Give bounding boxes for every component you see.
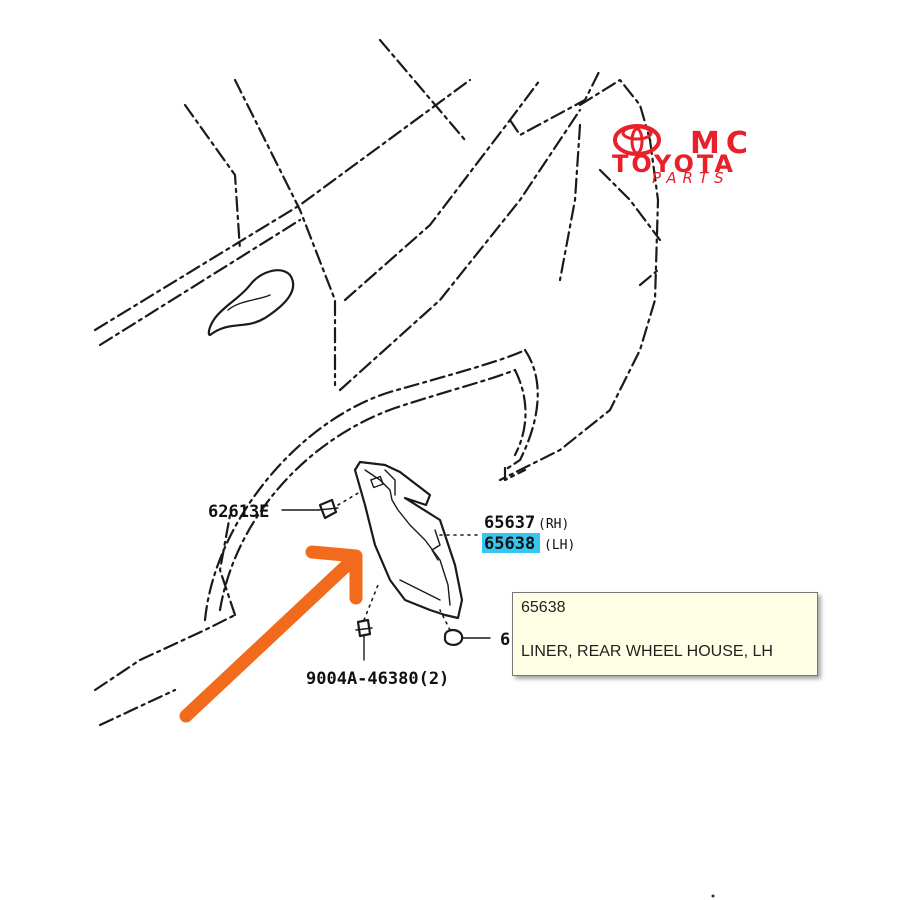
label-62613e[interactable]: 62613E bbox=[208, 502, 269, 522]
label-rh: (RH) bbox=[538, 517, 569, 532]
leader-lines bbox=[281, 509, 481, 536]
logo-mc-text: MC bbox=[690, 126, 754, 161]
wheel-house-liner[interactable] bbox=[353, 460, 464, 620]
mc-toyota-logo: MC TOYOTA PARTS bbox=[612, 124, 754, 187]
highlight-65638 bbox=[482, 533, 540, 553]
label-9004a[interactable]: 9004A-46380(2) bbox=[306, 669, 449, 689]
label-65637[interactable]: 65637 bbox=[484, 513, 535, 533]
screw-9004a[interactable] bbox=[355, 584, 379, 661]
car-body-outline bbox=[93, 38, 662, 727]
logo-toyota-text: TOYOTA bbox=[612, 150, 736, 178]
part-tooltip: 65638 LINER, REAR WHEEL HOUSE, LH bbox=[512, 592, 818, 676]
tooltip-description: LINER, REAR WHEEL HOUSE, LH bbox=[521, 643, 773, 660]
speck bbox=[711, 894, 715, 898]
label-fastener[interactable]: 6 bbox=[500, 630, 510, 650]
clip-62613e[interactable] bbox=[317, 491, 361, 520]
callout-labels: 62613E 65637 (RH) 65638 (LH) 9004A-46380… bbox=[208, 502, 575, 689]
toyota-emblem-icon bbox=[613, 124, 661, 156]
tooltip-part-number: 65638 bbox=[521, 599, 566, 616]
label-65638[interactable]: 65638 bbox=[484, 534, 535, 554]
logo-parts-text: PARTS bbox=[652, 169, 730, 187]
orange-arrow bbox=[179, 545, 363, 723]
label-lh: (LH) bbox=[544, 538, 575, 553]
fastener-right[interactable] bbox=[439, 609, 491, 646]
